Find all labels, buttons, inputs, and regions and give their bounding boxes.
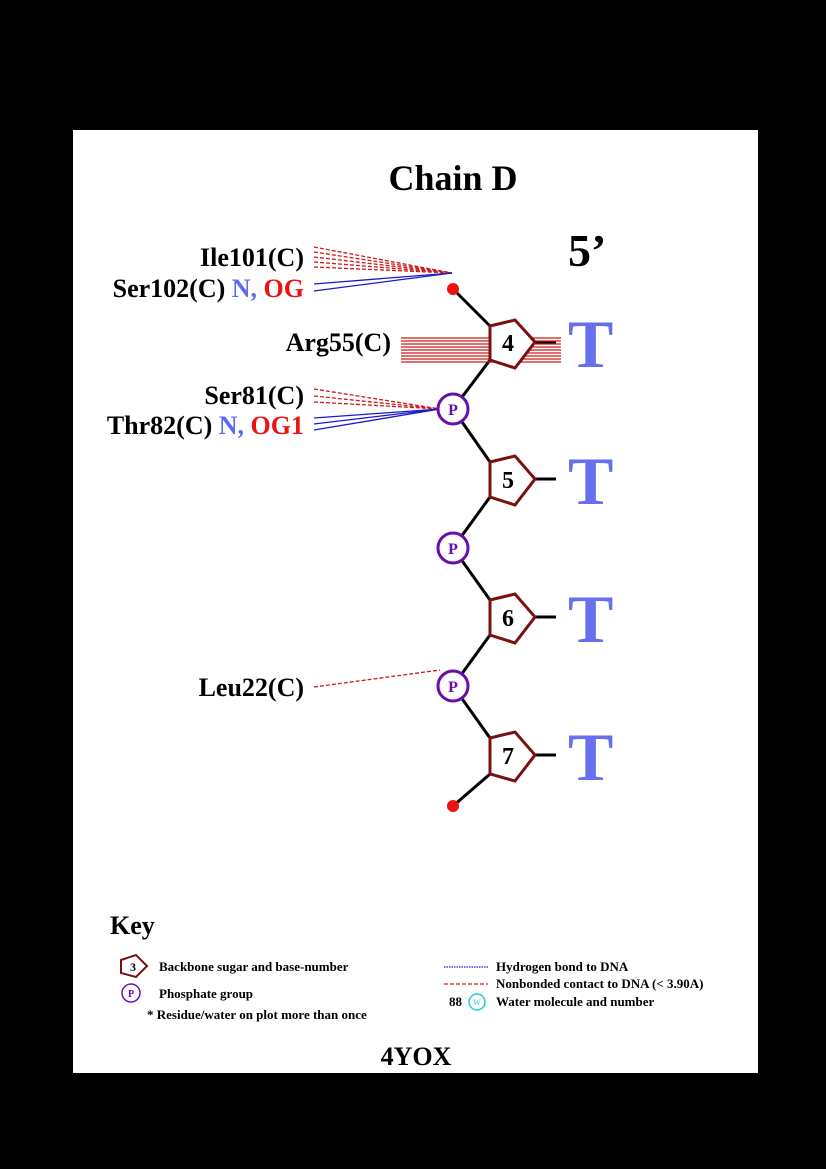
phosphate-3: P — [436, 669, 470, 703]
residue-label-ser102: Ser102(C) N, OG — [113, 274, 304, 303]
sugar-key-icon — [120, 953, 149, 979]
phosphate-2: P — [436, 531, 470, 565]
repeat-note: * Residue/water on plot more than once — [147, 1007, 367, 1022]
phosphate-1: P — [436, 392, 470, 426]
nonbonded-contact-ile101 — [313, 246, 453, 274]
page-background — [73, 130, 758, 1073]
pdb-id: 4YOX — [381, 1042, 452, 1071]
sugar-4: 4 T — [488, 306, 613, 382]
sugar-5: 5 T — [488, 443, 613, 519]
sugar-number: 5 — [502, 468, 514, 494]
residue-label-thr82: Thr82(C) N, OG1 — [107, 411, 304, 440]
atom-hbond: N, — [219, 411, 244, 440]
residue-name: Thr82(C) — [107, 411, 212, 440]
legend-title: Key — [110, 911, 155, 940]
residue-name: Ser102(C) — [113, 274, 226, 303]
atom-hbond: N, — [232, 274, 257, 303]
base-letter: T — [568, 719, 613, 795]
residue-label-arg55: Arg55(C) — [286, 328, 391, 357]
chain-title: Chain D — [388, 158, 517, 198]
phosphate-label: P — [448, 402, 458, 419]
phosphate-key-label: Phosphate group — [159, 986, 253, 1001]
terminus-5prime-dot — [447, 283, 459, 295]
atom-nonbonded: OG — [264, 274, 304, 303]
water-key-number: 88 — [449, 994, 463, 1009]
residue-label-leu22: Leu22(C) — [199, 673, 304, 702]
sugar-number: 4 — [502, 331, 514, 357]
sugar-7: 7 T — [488, 719, 613, 795]
hbond-key-label: Hydrogen bond to DNA — [496, 959, 629, 974]
phosphate-key-icon — [121, 983, 141, 1003]
nonbonded-contact-ser81 — [313, 388, 441, 410]
sugar-number: 7 — [502, 744, 514, 770]
hbond-ser102 — [313, 272, 453, 292]
sugar-number: 6 — [502, 606, 514, 632]
phosphate-label: P — [448, 541, 458, 558]
water-key-label: Water molecule and number — [496, 994, 655, 1009]
sugar-key-label: Backbone sugar and base-number — [159, 959, 349, 974]
phosphate-label: P — [448, 679, 458, 696]
base-letter: T — [568, 581, 613, 657]
residue-label-ser81: Ser81(C) — [204, 381, 304, 410]
water-key-sample: W — [473, 998, 481, 1007]
five-prime-label: 5’ — [568, 225, 606, 276]
sugar-6: 6 T — [488, 581, 613, 657]
water-key-icon — [468, 993, 486, 1011]
residue-label-ile101: Ile101(C) — [200, 243, 304, 272]
atom-nonbonded: OG1 — [251, 411, 304, 440]
contact-lines — [313, 246, 561, 688]
terminus-3prime-dot — [447, 800, 459, 812]
base-letter: T — [568, 443, 613, 519]
base-letter: T — [568, 306, 613, 382]
phosphate-key-sample: P — [128, 989, 134, 1000]
nonbonded-key-label: Nonbonded contact to DNA (< 3.90A) — [496, 976, 703, 991]
legend: Key 3 Backbone sugar and base-number P P… — [110, 911, 703, 1022]
nonbonded-contact-arg55 — [401, 337, 561, 363]
hbond-thr82 — [313, 408, 441, 431]
nonbonded-contact-leu22 — [313, 669, 441, 688]
sugar-key-sample: 3 — [130, 960, 136, 974]
